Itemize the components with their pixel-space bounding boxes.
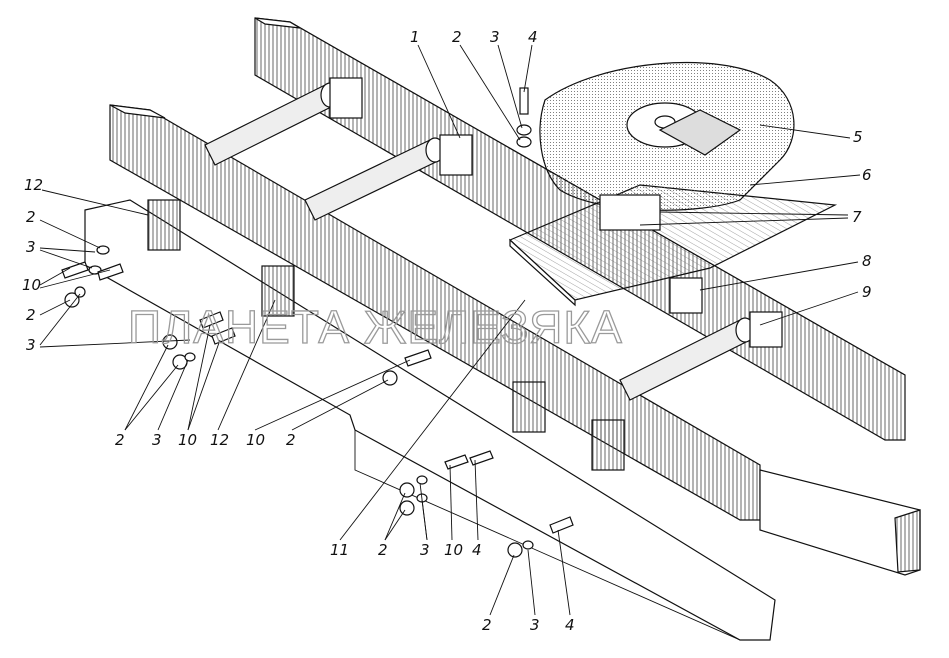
callout-2-left-a: 2	[26, 208, 36, 226]
callout-4-bottom-a: 4	[472, 541, 482, 559]
callout-6: 6	[862, 166, 872, 184]
callout-10-bottom-c: 10	[444, 541, 463, 559]
callout-7: 7	[852, 208, 862, 226]
callout-4-bottom-b: 4	[565, 616, 575, 634]
callout-10-bottom-b: 10	[246, 431, 265, 449]
callout-2: 2	[452, 28, 462, 46]
callout-5: 5	[853, 128, 863, 146]
watermark-text: ПЛАНЕТА ЖЕЛЕЗЯКА	[128, 301, 623, 353]
callout-12-bottom: 12	[210, 431, 229, 449]
callout-2-bottom-d: 2	[482, 616, 492, 634]
callout-11: 11	[330, 541, 349, 559]
callout-3-left-a: 3	[26, 238, 36, 256]
subframe-member	[84, 199, 776, 641]
callout-3-left-b: 3	[26, 336, 36, 354]
fifth-wheel-coupling	[539, 61, 795, 231]
callout-9: 9	[862, 283, 872, 301]
callout-4: 4	[528, 28, 538, 46]
callout-12-left: 12	[24, 176, 43, 194]
callout-10-bottom-a: 10	[178, 431, 197, 449]
fasteners	[61, 87, 574, 558]
callout-2-left-b: 2	[26, 306, 36, 324]
leader-lines	[39, 44, 861, 616]
callout-10-left: 10	[22, 276, 41, 294]
callout-3-bottom-a: 3	[152, 431, 162, 449]
callout-labels: 1 2 3 4 5 6 7 8 9 12 2 3 10 2 3 2 3 10 1…	[22, 28, 872, 634]
lower-channel	[759, 469, 921, 576]
callout-2-bottom-b: 2	[286, 431, 296, 449]
callout-8: 8	[862, 252, 872, 270]
callout-3-bottom-d: 3	[530, 616, 540, 634]
callout-2-bottom-a: 2	[115, 431, 125, 449]
callout-3: 3	[490, 28, 500, 46]
callout-3-bottom-c: 3	[420, 541, 430, 559]
brackets	[147, 77, 783, 471]
callout-1: 1	[410, 28, 420, 46]
callout-2-bottom-c: 2	[378, 541, 388, 559]
